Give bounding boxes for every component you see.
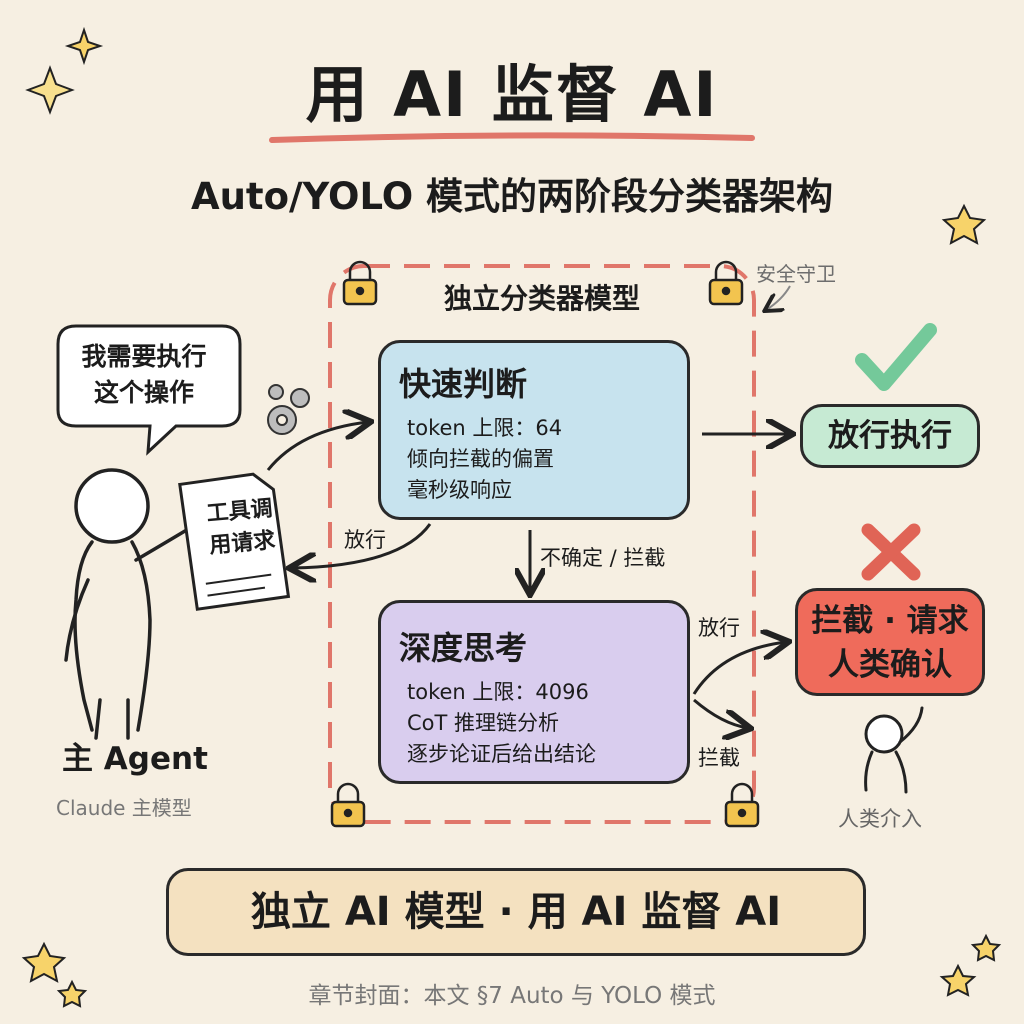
deep-box-details: token 上限：4096 CoT 推理链分析 逐步论证后给出结论 — [407, 677, 596, 770]
deep-box-line: 逐步论证后给出结论 — [407, 742, 596, 766]
deep-box-line: CoT 推理链分析 — [407, 711, 560, 735]
page-subtitle: Auto/YOLO 模式的两阶段分类器架构 — [190, 175, 834, 218]
request-paper — [178, 472, 291, 611]
agent-label: 主 Agent — [62, 741, 208, 777]
edge-label-fast-to-deep: 不确定 / 拦截 — [540, 546, 666, 570]
cross-icon — [861, 523, 921, 581]
lock-icon — [330, 260, 760, 828]
edge-label-deep-block: 拦截 — [698, 746, 740, 770]
summary-banner: 独立 AI 模型 · 用 AI 监督 AI — [166, 868, 866, 956]
page-title: 用 AI 监督 AI — [305, 58, 719, 131]
fast-box-line: token 上限：64 — [407, 416, 563, 440]
request-paper-text: 工具调 用请求 — [195, 492, 286, 563]
arrow-fast-allow-back — [292, 523, 432, 568]
guard-label: 安全守卫 — [756, 262, 836, 286]
check-icon — [855, 323, 937, 391]
block-line: 人类确认 — [828, 647, 952, 683]
title-underline — [269, 132, 755, 143]
classifier-frame — [328, 264, 756, 824]
deep-box-title: 深度思考 — [399, 629, 528, 667]
block-line: 拦截 · 请求 — [811, 603, 969, 639]
human-figure — [864, 706, 924, 794]
agent-figure — [64, 468, 202, 740]
block-request-box: 拦截 · 请求 人类确认 — [795, 588, 985, 696]
arrow-agent-to-fast — [266, 422, 368, 471]
arrow-deep-allow — [692, 642, 786, 695]
star-icon — [21, 203, 1002, 1008]
classifier-frame-title: 独立分类器模型 — [443, 282, 640, 315]
edge-label-deep-allow: 放行 — [698, 616, 740, 640]
fast-box-title: 快速判断 — [399, 365, 528, 403]
arrow-deep-block — [693, 698, 748, 728]
allow-execute-box: 放行执行 — [800, 404, 980, 468]
speech-bubble — [56, 324, 242, 456]
agent-sublabel: Claude 主模型 — [56, 796, 192, 820]
page-caption: 章节封面：本文 §7 Auto 与 YOLO 模式 — [308, 983, 716, 1009]
edge-label-fast-allow: 放行 — [344, 528, 386, 552]
deep-box-line: token 上限：4096 — [407, 680, 589, 704]
human-label: 人类介入 — [838, 807, 922, 831]
deep-thinking-box: 深度思考 token 上限：4096 CoT 推理链分析 逐步论证后给出结论 — [378, 600, 690, 784]
fast-judgment-box: 快速判断 token 上限：64 倾向拦截的偏置 毫秒级响应 — [378, 340, 690, 520]
gear-icon — [267, 384, 310, 435]
speech-line: 这个操作 — [93, 378, 194, 407]
sparkle-icon — [25, 26, 104, 115]
guard-pointer — [766, 285, 791, 310]
speech-line: 我需要执行 — [81, 342, 207, 371]
fast-box-line: 倾向拦截的偏置 — [407, 447, 554, 471]
fast-box-details: token 上限：64 倾向拦截的偏置 毫秒级响应 — [407, 413, 562, 506]
speech-text: 我需要执行 这个操作 — [62, 339, 226, 411]
fast-box-line: 毫秒级响应 — [407, 478, 512, 502]
